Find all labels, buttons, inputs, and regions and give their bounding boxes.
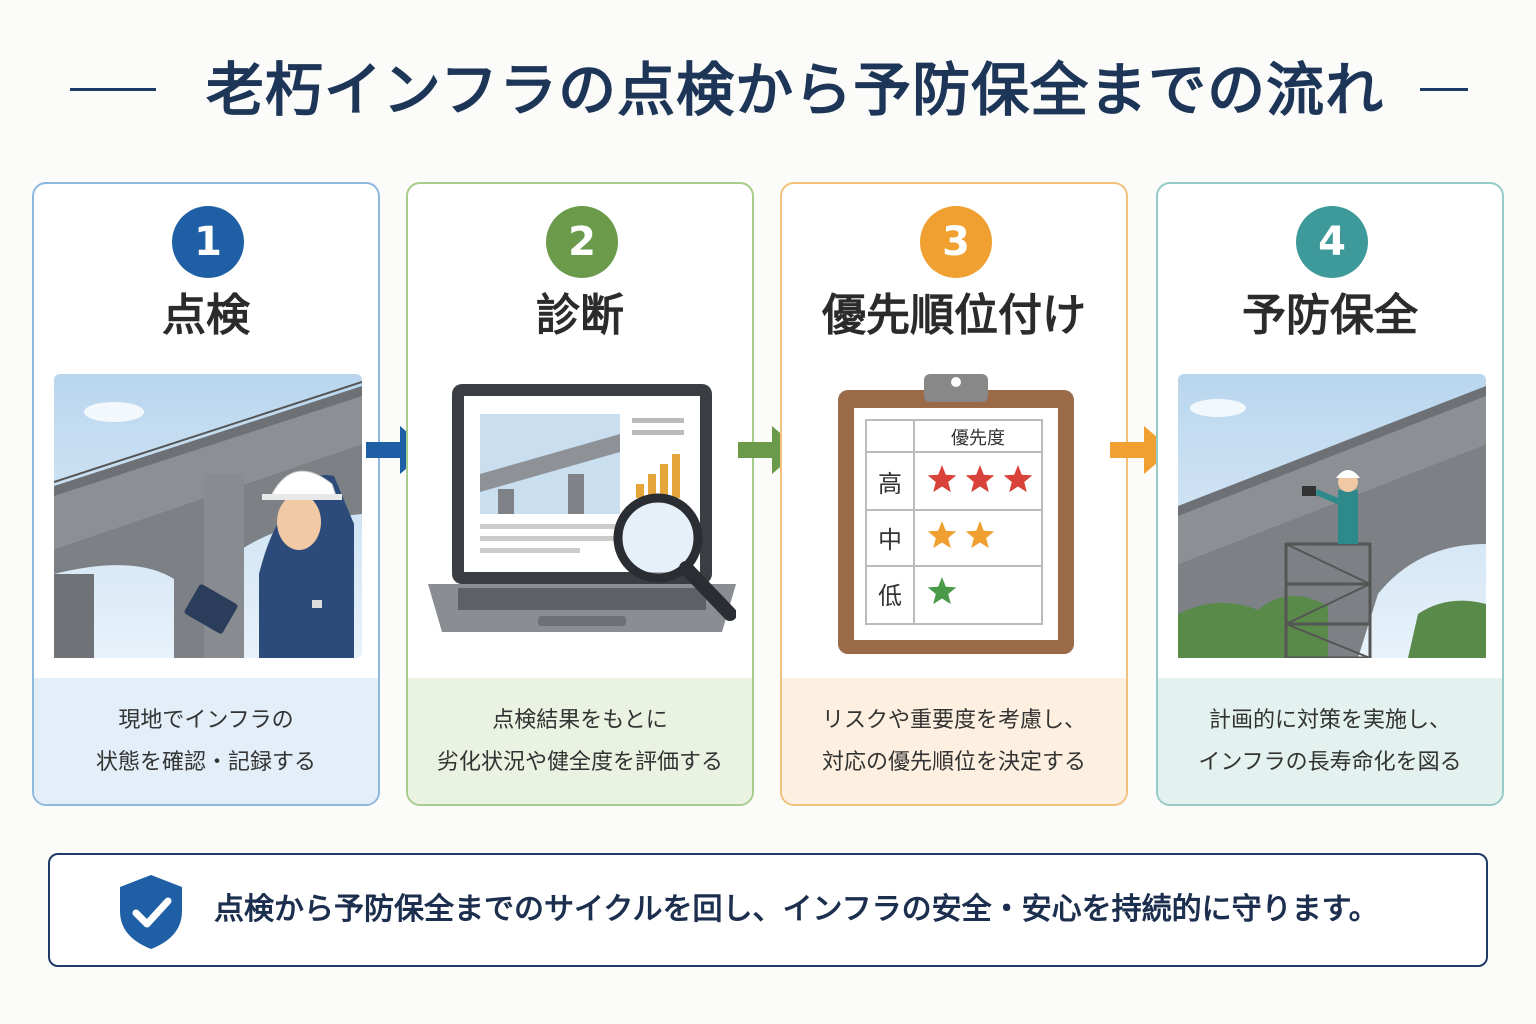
step-number-badge: 1 <box>172 206 244 278</box>
step-card-inspection: 1 点検 現地でインフラの 状態を確認・記録する <box>32 182 380 806</box>
step-description: リスクや重要度を考慮し、 対応の優先順位を決定する <box>782 678 1126 804</box>
summary-message: 点検から予防保全までのサイクルを回し、インフラの安全・安心を持続的に守ります。 <box>214 892 1379 927</box>
priority-table-header: 優先度 <box>951 428 1005 449</box>
step-card-preventive-maintenance: 4 予防保全 計画的に対策を実施し、 インフラの長寿命化を図る <box>1156 182 1504 806</box>
step-title: 優先順位付け <box>822 290 1086 341</box>
shield-check-icon <box>120 875 182 949</box>
priority-label-low: 低 <box>878 582 902 610</box>
priority-stars <box>927 465 1033 605</box>
step-number-badge: 2 <box>546 206 618 278</box>
step-title: 点検 <box>162 290 250 341</box>
step-number-badge: 3 <box>920 206 992 278</box>
priority-label-high: 高 <box>878 470 902 498</box>
step-description: 点検結果をもとに 劣化状況や健全度を評価する <box>408 678 752 804</box>
step-description: 計画的に対策を実施し、 インフラの長寿命化を図る <box>1158 678 1502 804</box>
scaffold-worker-illustration <box>1178 374 1486 658</box>
step-title: 診断 <box>536 290 624 341</box>
priority-label-medium: 中 <box>878 526 902 554</box>
page-title: 老朽インフラの点検から予防保全までの流れ <box>205 56 1385 124</box>
star-icon <box>965 465 995 493</box>
star-icon <box>927 465 957 493</box>
summary-banner: 点検から予防保全までのサイクルを回し、インフラの安全・安心を持続的に守ります。 <box>48 853 1488 967</box>
step-card-diagnosis: 2 診断 点検結果をもとに 劣化状況や健全度を評価する <box>406 182 754 806</box>
title-decoration-left <box>70 88 156 91</box>
step-number-badge: 4 <box>1296 206 1368 278</box>
step-card-prioritization: 3 優先順位付け 優先度 高 中 低 リスクや重要度を考慮し、 対応の優先順位を… <box>780 182 1128 806</box>
laptop-magnifier-illustration <box>428 384 736 632</box>
star-icon <box>1003 465 1033 493</box>
inspector-bridge-illustration <box>54 374 362 658</box>
star-icon <box>927 521 957 549</box>
star-icon <box>927 577 957 605</box>
step-description: 現地でインフラの 状態を確認・記録する <box>34 678 378 804</box>
title-bar: 老朽インフラの点検から予防保全までの流れ <box>0 52 1536 132</box>
star-icon <box>965 521 995 549</box>
title-decoration-right <box>1420 88 1468 91</box>
step-title: 予防保全 <box>1242 290 1418 341</box>
clipboard-priority-illustration: 優先度 高 中 低 <box>838 374 1074 654</box>
